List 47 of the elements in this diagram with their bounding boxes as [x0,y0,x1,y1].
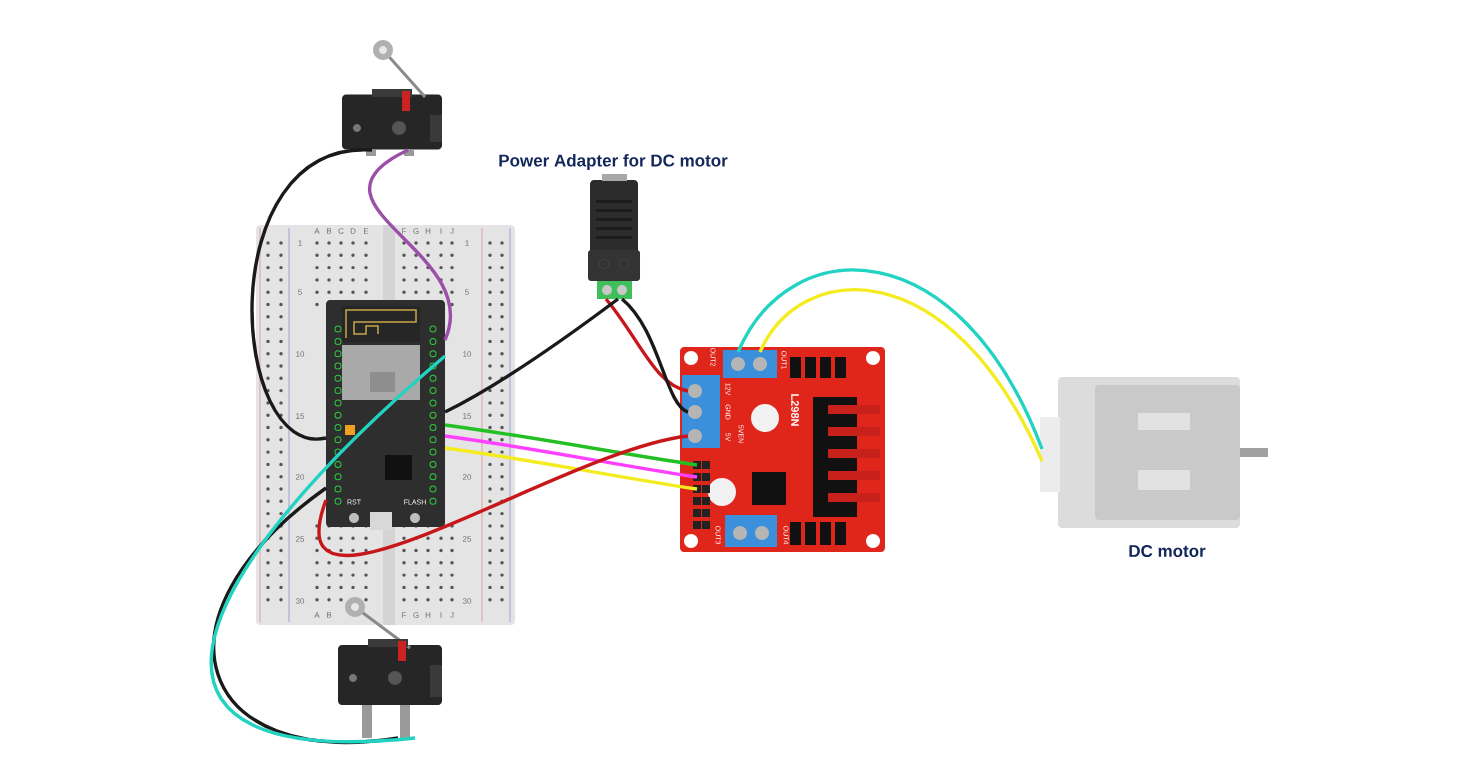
wire [212,486,399,744]
wire [210,354,447,744]
column-letter: E [364,228,369,234]
limit-switch-drawing [342,40,442,156]
row-number: 30 [295,598,305,604]
wire [758,288,1044,462]
wire [620,297,689,414]
column-letter: F [402,612,407,618]
wire [444,446,698,491]
column-letter: J [450,228,454,234]
row-number: 25 [295,536,305,542]
column-letter: B [327,228,332,234]
column-letter: F [402,228,407,234]
column-letter: H [425,612,431,618]
motor-label: DC motor [1129,545,1206,558]
row-number: 15 [463,413,472,419]
microcontroller-board-drawing [326,300,445,530]
column-letter: D [350,228,356,234]
wire [368,148,452,341]
row-number: 1 [465,240,469,246]
wire [604,297,689,393]
row-number: 15 [296,413,305,419]
row-number: 5 [465,289,469,295]
wire [250,148,373,440]
column-letter: G [413,612,419,618]
column-letter: J [450,612,454,618]
column-letter: G [413,228,419,234]
row-number: 10 [296,351,305,357]
row-number: 5 [298,289,302,295]
limit-switch-drawing [338,597,442,738]
row-number: 30 [462,598,472,604]
row-number: 25 [462,536,472,542]
column-letter: H [425,228,431,234]
column-letter: A [314,612,320,618]
heading: Power Adapter for DC motor [499,154,728,170]
row-number: 1 [298,240,302,246]
wire [444,423,698,467]
wire [736,268,1044,450]
chip-label: L298N [791,394,799,426]
wire [444,434,698,479]
column-letter: C [338,228,344,234]
row-number: 20 [295,474,305,480]
row-number: 10 [463,351,472,357]
wire [444,297,620,414]
row-number: 20 [462,474,472,480]
wire [317,434,689,557]
column-letter: A [314,228,320,234]
